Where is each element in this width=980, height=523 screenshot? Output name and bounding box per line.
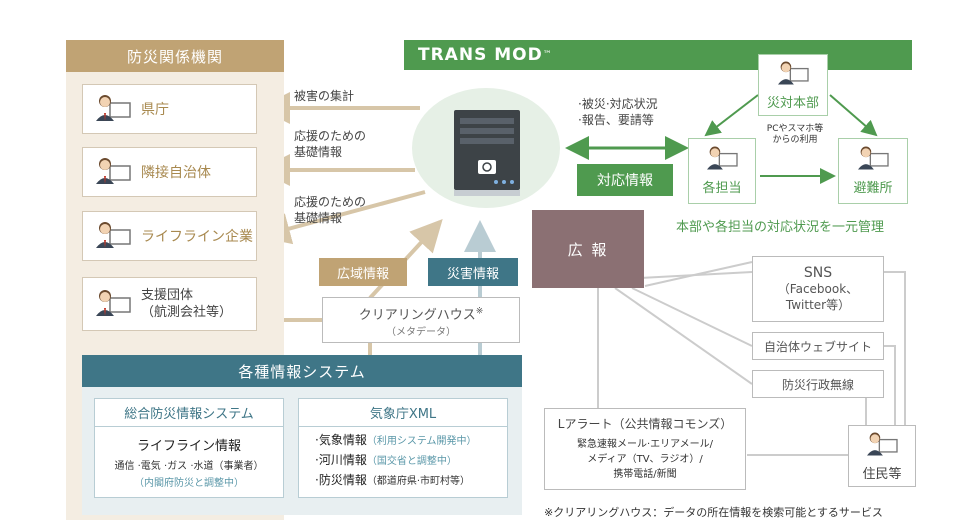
- info-systems-title: 各種情報システム: [82, 355, 522, 387]
- label-damage-total: 被害の集計: [294, 89, 355, 103]
- hq-box: 災対本部: [758, 54, 828, 116]
- tag-wide-area: 広域情報: [319, 258, 407, 286]
- org-neighbor: 隣接自治体: [82, 147, 257, 197]
- jma-item: ·河川情報（国交省と調整中）: [315, 453, 457, 467]
- residents-label: 住民等: [862, 467, 902, 482]
- jma-xml-box: 気象庁XML ·気象情報（利用システム開発中） ·河川情報（国交省と調整中） ·…: [298, 398, 508, 498]
- lifeline-detail: 通信 ·電気 ·ガス ·水道（事業者）: [114, 461, 264, 472]
- person-pc-icon: [867, 432, 898, 456]
- shelter-box: 避難所: [838, 138, 908, 204]
- pc-note: PCやスマホ等 からの利用: [766, 124, 824, 145]
- l-alert-box: Lアラート（公共情報コモンズ） 緊急速報メール·エリアメール/ メディア（TV、…: [544, 408, 746, 490]
- sogo-system-box: 総合防災情報システム ライフライン情報 通信 ·電気 ·ガス ·水道（事業者） …: [94, 398, 284, 498]
- footnote: ※クリアリングハウス：データの所在情報を検索可能とするサービス: [544, 506, 883, 519]
- jma-item: ·気象情報（利用システム開発中）: [315, 433, 477, 447]
- lifeline-note: （内閣府防災と調整中）: [134, 478, 244, 489]
- radio-box: 防災行政無線: [752, 370, 884, 398]
- org-prefecture: 県庁: [82, 84, 257, 134]
- person-pc-icon: [96, 222, 131, 248]
- staff-box: 各担当: [688, 138, 756, 204]
- org-support: 支援団体 （航測会社等）: [82, 277, 257, 331]
- person-pc-icon: [778, 61, 809, 85]
- sns-box: SNS （Facebook、 Twitter等）: [752, 256, 884, 322]
- tag-disaster: 災害情報: [428, 258, 518, 286]
- label-support-info: 応援のための 基礎情報: [294, 129, 367, 159]
- jma-item: ·防災情報（都道府県·市町村等）: [315, 473, 471, 487]
- jma-xml-title: 気象庁XML: [299, 399, 507, 427]
- agencies-title: 防災関係機関: [66, 40, 284, 72]
- shelter-label: 避難所: [853, 181, 893, 196]
- person-pc-icon: [96, 158, 131, 184]
- org-label: 隣接自治体: [141, 165, 211, 181]
- staff-label: 各担当: [702, 181, 742, 196]
- unified-management-text: 本部や各担当の対応状況を一元管理: [676, 220, 885, 235]
- org-label: 県庁: [141, 102, 169, 118]
- org-lifeline: ライフライン企業: [82, 211, 257, 261]
- label-support-info: 応援のための 基礎情報: [294, 195, 367, 225]
- residents-box: 住民等: [848, 425, 916, 487]
- server-icon: [454, 110, 520, 196]
- person-pc-icon: [96, 290, 131, 316]
- person-pc-icon: [707, 146, 738, 170]
- label-status: ·被災·対応状況 ·報告、要請等: [578, 97, 658, 127]
- clearing-house: クリアリングハウス※ （メタデータ）: [322, 297, 520, 343]
- hq-label: 災対本部: [766, 96, 819, 111]
- tag-response: 対応情報: [577, 164, 673, 196]
- org-label: ライフライン企業: [141, 229, 253, 245]
- website-box: 自治体ウェブサイト: [752, 332, 884, 360]
- person-pc-icon: [858, 146, 889, 170]
- org-label: 支援団体 （航測会社等）: [141, 288, 233, 320]
- lifeline-info: ライフライン情報: [136, 439, 241, 454]
- person-pc-icon: [96, 95, 131, 121]
- pr-box: 広 報: [532, 210, 644, 288]
- sogo-system-title: 総合防災情報システム: [95, 399, 283, 427]
